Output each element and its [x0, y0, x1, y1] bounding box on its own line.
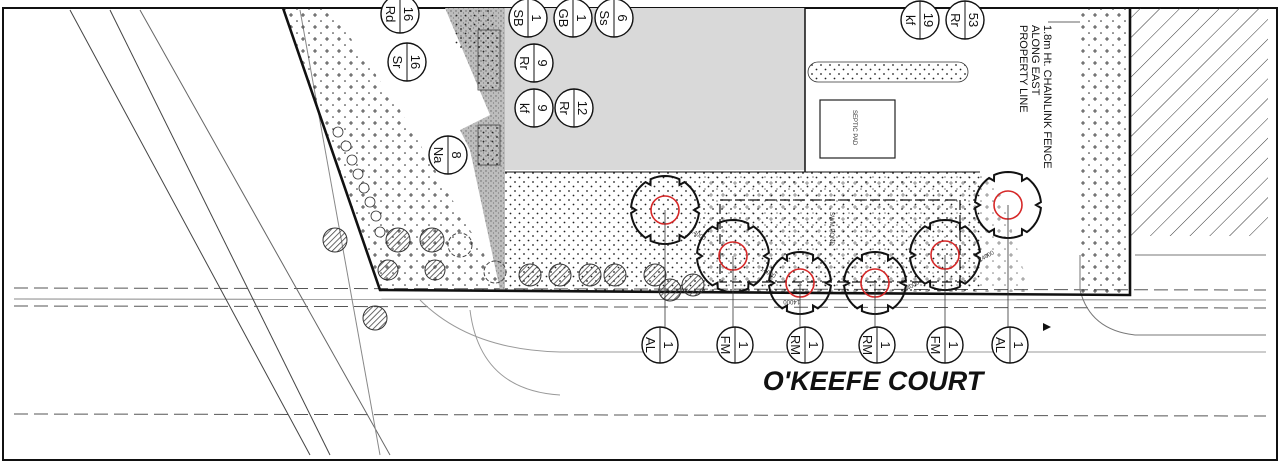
tag-quantity: 6: [615, 14, 630, 21]
plant-tag: 1SB: [508, 0, 548, 38]
tag-quantity: 9: [535, 59, 550, 66]
shrub-row: [477, 29, 969, 166]
tree-canopy: [974, 170, 1042, 240]
tag-species-code: FM: [718, 336, 733, 355]
tag-species-code: Sr: [390, 56, 405, 70]
fence-note-line-2: ALONG EAST: [1029, 25, 1041, 96]
tag-quantity: 1: [806, 341, 821, 348]
tag-quantity: 19: [921, 13, 936, 27]
tag-species-code: Rr: [948, 13, 963, 27]
fence-note-line-3: PROPERTY LINE: [1017, 25, 1029, 113]
tag-species-code: Rd: [383, 6, 398, 23]
street-name: O'KEEFE COURT: [763, 366, 986, 396]
tag-quantity: 1: [1011, 341, 1026, 348]
planting-bed-far-east: [1078, 8, 1128, 293]
tag-quantity: 9: [535, 104, 550, 111]
tag-species-code: AL: [643, 337, 658, 353]
tree: [909, 218, 981, 327]
tag-quantity: 1: [946, 341, 961, 348]
tree-canopy: [630, 174, 700, 246]
small-shrubs: [332, 126, 386, 238]
plant-tag: 1FM: [926, 326, 964, 364]
fence-note: 1.8m Ht. CHAINLINK FENCE ALONG EAST PROP…: [1017, 21, 1080, 169]
tag-species-code: Rr: [517, 56, 532, 70]
tree: [843, 250, 907, 327]
tree-canopy: [768, 250, 832, 316]
tag-species-code: Na: [431, 147, 446, 164]
tree: [630, 174, 700, 327]
trees: [630, 170, 1042, 327]
tree: [974, 170, 1042, 327]
tag-quantity: 1: [529, 14, 544, 21]
tree: [696, 218, 770, 327]
plant-tag: 1RM: [786, 326, 824, 364]
north-marker-icon: [1043, 323, 1051, 331]
septic-pad-label: SEPTIC PAD: [851, 110, 857, 146]
plant-tag: 8Na: [428, 135, 468, 175]
tag-quantity: 53: [966, 13, 981, 27]
plant-tag: 9Rr: [514, 43, 554, 83]
tag-species-code: Rr: [557, 101, 572, 115]
plant-tag: 1GB: [553, 0, 593, 38]
tree-canopy: [843, 250, 907, 316]
building: [505, 8, 805, 170]
plant-tag: 9kf: [514, 88, 554, 128]
pond-label: SWM POND: [828, 212, 834, 246]
dimension-label: 14000: [783, 298, 800, 304]
tag-quantity: 1: [661, 341, 676, 348]
plant-tag: 1AL: [641, 326, 679, 364]
tag-quantity: 8: [449, 151, 464, 158]
tag-species-code: AL: [993, 337, 1008, 353]
tag-quantity: 12: [575, 101, 590, 115]
plant-tag: 6Ss: [594, 0, 634, 38]
tag-quantity: 1: [878, 341, 893, 348]
plant-tag: 1RM: [858, 326, 896, 364]
tag-species-code: SB: [511, 9, 526, 26]
tag-species-code: RM: [860, 335, 875, 355]
fence-note-line-1: 1.8m Ht. CHAINLINK FENCE: [1041, 25, 1053, 169]
tag-quantity: 1: [574, 14, 589, 21]
tree-canopy: [696, 218, 770, 294]
septic-pad: [819, 99, 896, 159]
planting-bed-east: [700, 172, 1030, 292]
plant-tag: 1FM: [716, 326, 754, 364]
tag-species-code: Ss: [597, 10, 612, 26]
property-line: [281, 7, 1132, 297]
tag-quantity: 1: [736, 341, 751, 348]
hatched-area: [1130, 8, 1268, 236]
tag-species-code: kf: [517, 103, 532, 114]
tag-quantity: 16: [408, 55, 423, 69]
road-lines: [13, 9, 1267, 456]
tree-canopy: [909, 218, 981, 292]
tag-species-code: kf: [903, 15, 918, 26]
planting-bed-west: [283, 8, 505, 290]
open-shrubs: [447, 232, 507, 284]
hatched-shrubs: [322, 227, 705, 331]
tag-quantity: 16: [401, 7, 416, 21]
tag-species-code: GB: [556, 9, 571, 28]
tag-species-code: FM: [928, 336, 943, 355]
tag-species-code: RM: [788, 335, 803, 355]
plant-tag: 1AL: [991, 326, 1029, 364]
tree: [768, 250, 832, 327]
